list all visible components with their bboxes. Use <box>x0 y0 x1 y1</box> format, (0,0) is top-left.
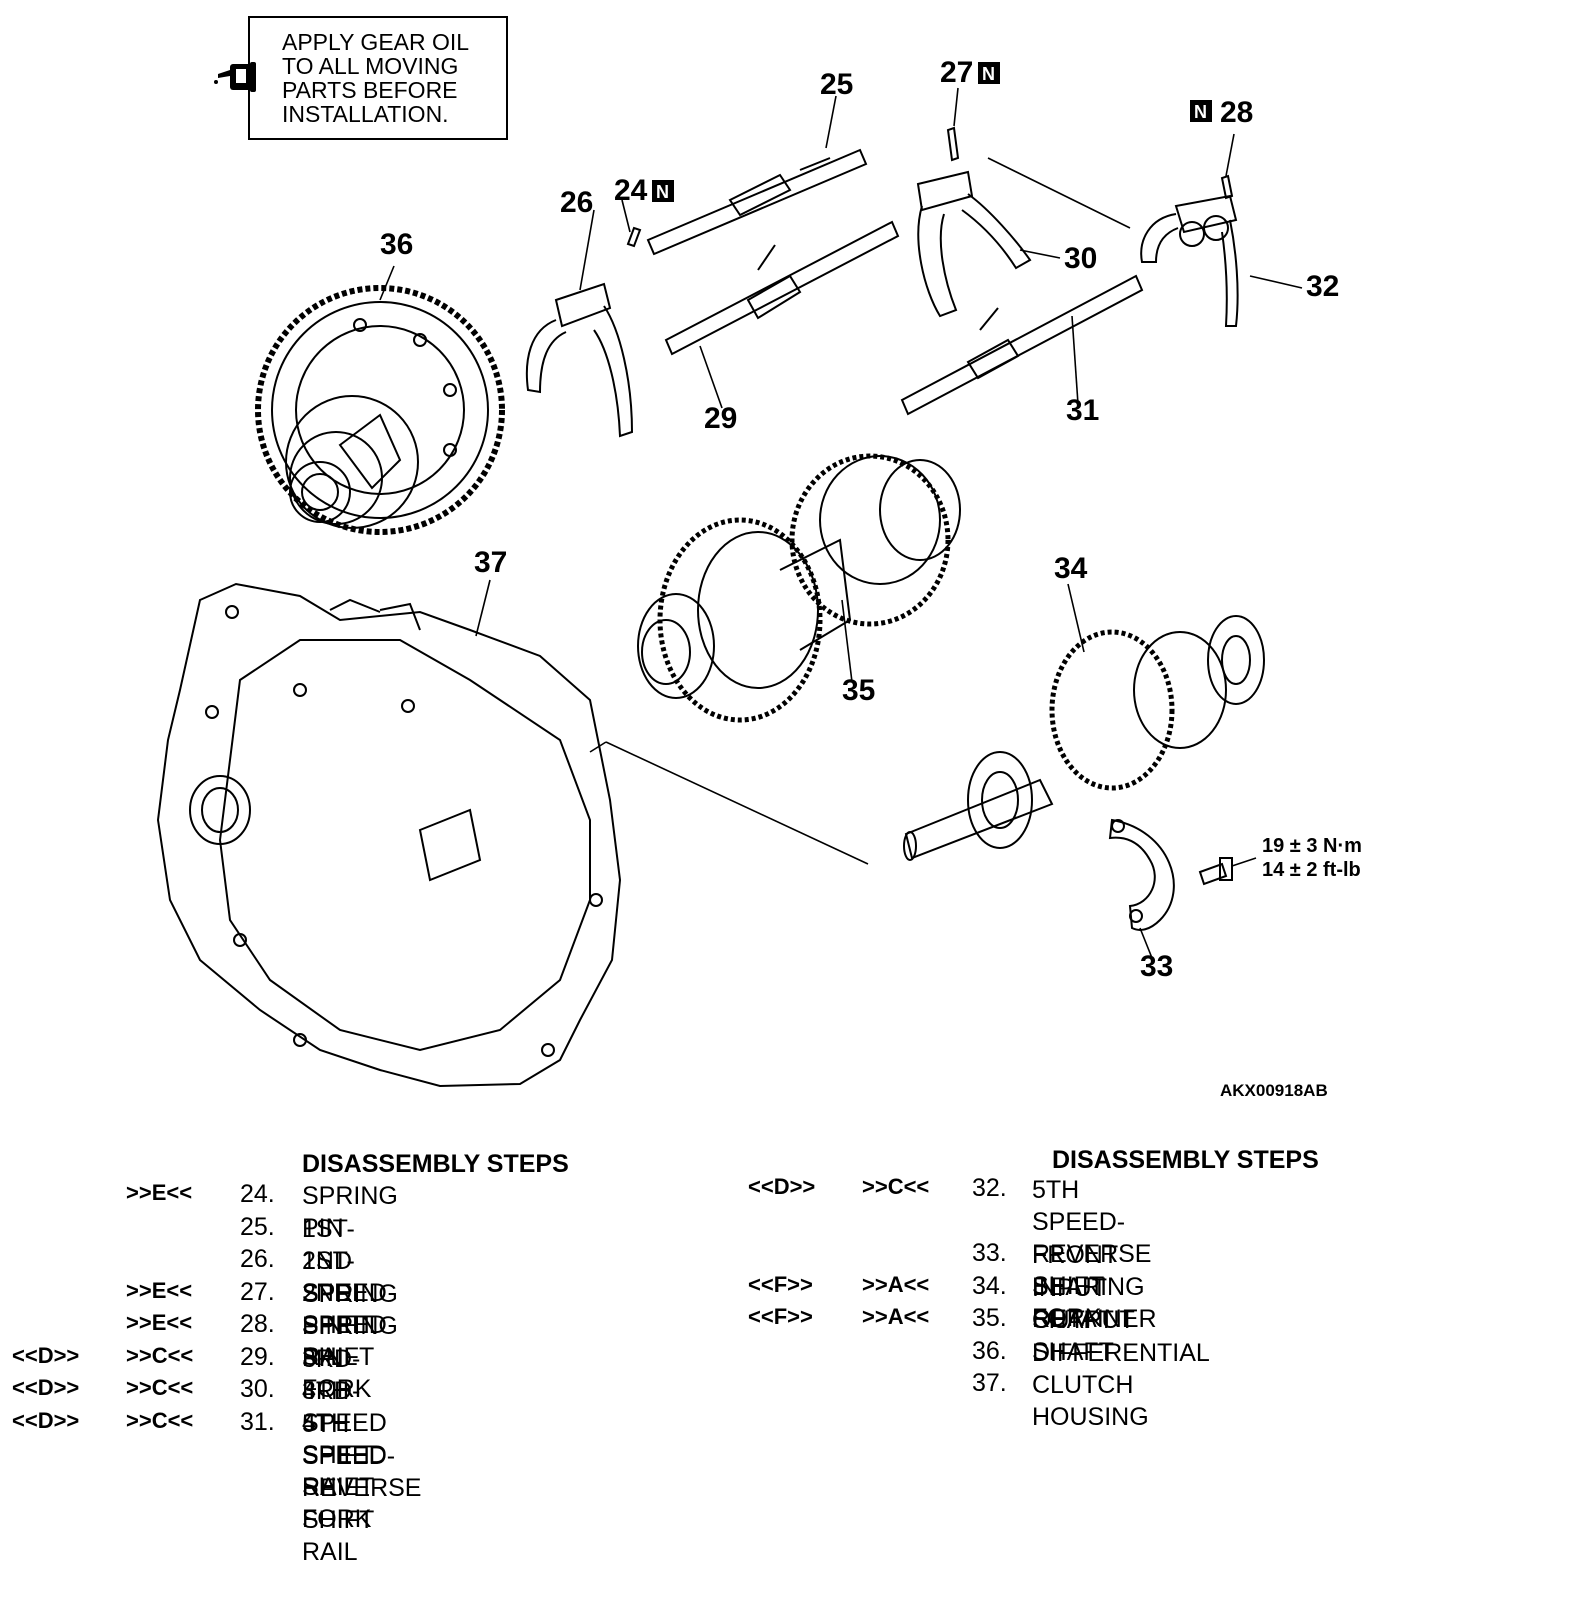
callout-25: 25 <box>820 68 853 101</box>
retainer-bolt-drawing <box>1198 857 1233 886</box>
install-marker: >>C<< <box>126 1342 194 1368</box>
step-name: 1ST-2ND SPEED SHIFT RAIL <box>302 1214 387 1371</box>
differential-drawing <box>255 285 505 535</box>
step-number: 24. <box>240 1180 275 1208</box>
step-number: 34. <box>972 1271 1007 1300</box>
front-bearing-retainer-drawing <box>1108 818 1175 931</box>
clutch-housing-drawing <box>156 582 622 1088</box>
step-number: 27. <box>240 1277 275 1306</box>
callout-24: 24 <box>614 174 648 207</box>
callout-29: 29 <box>704 402 737 435</box>
spring-pin-24-drawing <box>626 226 642 248</box>
step-name: CLUTCH HOUSING <box>1032 1371 1149 1431</box>
step-number: 30. <box>240 1375 275 1403</box>
step-number: 33. <box>972 1239 1007 1267</box>
callout-28: 28 <box>1220 96 1253 129</box>
callout-27: 27 <box>940 56 973 89</box>
step-number: 25. <box>240 1212 275 1241</box>
removal-marker: <<F>> <box>748 1271 813 1297</box>
step-name: SPRING PIN <box>302 1279 398 1340</box>
removal-marker: <<D>> <box>12 1407 80 1433</box>
spring-pin-27-drawing <box>946 126 960 162</box>
step-name: 1ST-2ND SPEED SHIFT FORK <box>302 1247 387 1403</box>
install-marker: >>C<< <box>126 1407 194 1433</box>
svg-text:N: N <box>1194 102 1207 122</box>
callout-32: 32 <box>1306 270 1339 303</box>
step-number: 37. <box>972 1369 1007 1397</box>
removal-marker: <<D>> <box>12 1342 80 1368</box>
oil-can-icon <box>214 62 256 92</box>
figure-code: AKX00918AB <box>1220 1081 1328 1100</box>
step-number: 36. <box>972 1336 1007 1365</box>
gear-oil-note-text: APPLY GEAR OIL TO ALL MOVING PARTS BEFOR… <box>282 29 470 127</box>
disassembly-steps-left: DISASSEMBLY STEPS >>E<< 24. SPRING PIN 25. 1… <box>0 1150 760 1566</box>
step-name: SPRING PIN <box>302 1312 398 1372</box>
svg-text:N: N <box>656 182 669 202</box>
install-marker: >>C<< <box>126 1375 194 1400</box>
callout-35: 35 <box>842 674 875 707</box>
callout-31: 31 <box>1066 394 1099 427</box>
torque-spec-metric: 19 ± 3 N·m <box>1262 835 1362 857</box>
input-shaft-drawing <box>903 615 1265 861</box>
step-name: INPUT SHAFT <box>1032 1273 1114 1334</box>
steps-left-header: DISASSEMBLY STEPS <box>302 1150 569 1178</box>
disassembly-steps-right: DISASSEMBLY STEPS <<D>> >>C<< 32. 5TH SPEED… <box>748 1146 1560 1450</box>
shift-fork-32-drawing <box>1140 194 1239 327</box>
torque-spec-imperial: 14 ± 2 ft-lb <box>1262 859 1361 881</box>
install-marker: >>E<< <box>126 1180 193 1205</box>
callout-30: 30 <box>1064 242 1097 275</box>
step-name: 5TH SPEED-REVERSE SHIFT FORK <box>1032 1176 1152 1332</box>
spring-pin-28-drawing <box>1220 174 1234 200</box>
step-number: 29. <box>240 1342 275 1371</box>
removal-marker: <<D>> <box>12 1375 80 1400</box>
shift-rail-31-drawing <box>900 274 1144 416</box>
removal-marker: <<F>> <box>748 1304 813 1329</box>
svg-text:N: N <box>982 64 995 84</box>
step-number: 32. <box>972 1174 1007 1202</box>
shift-rail-25-drawing <box>646 148 868 256</box>
install-marker: >>A<< <box>862 1271 930 1297</box>
step-name: DIFFERENTIAL <box>1032 1338 1210 1367</box>
step-name: SPRING PIN <box>302 1182 398 1242</box>
shift-fork-26-drawing <box>525 282 634 438</box>
step-name: FRONT BEARING RETAINER <box>1032 1241 1157 1333</box>
step-number: 31. <box>240 1407 275 1436</box>
shift-rail-29-drawing <box>664 220 900 356</box>
new-part-badge-24: N <box>652 180 674 202</box>
callout-33: 33 <box>1140 950 1173 983</box>
step-name: 5TH SPEED-REVERSE SHIFT RAIL <box>302 1409 422 1566</box>
install-marker: >>E<< <box>126 1310 193 1335</box>
install-marker: >>C<< <box>862 1174 930 1199</box>
removal-marker: <<D>> <box>748 1174 816 1199</box>
install-marker: >>E<< <box>126 1277 193 1303</box>
step-number: 28. <box>240 1310 275 1338</box>
step-name: OUTPUT SHAFT <box>1032 1306 1135 1366</box>
new-part-badge-27: N <box>978 62 1000 84</box>
new-part-badge-28: N <box>1190 100 1212 122</box>
steps-right-header: DISASSEMBLY STEPS <box>1052 1146 1319 1174</box>
step-number: 35. <box>972 1304 1007 1332</box>
exploded-view-diagram: 25 26 24 N 27 N N 28 30 32 36 29 31 37 3… <box>156 56 1362 1100</box>
callout-37: 37 <box>474 546 507 579</box>
step-number: 26. <box>240 1245 275 1273</box>
step-name: 3RD-4TH SPEED SHIFT RAIL <box>302 1344 387 1501</box>
step-name: 3RD-4TH SPEED SHIFT FORK <box>302 1377 387 1533</box>
callout-34: 34 <box>1054 552 1088 585</box>
shift-fork-30-drawing <box>916 170 1032 318</box>
callout-36: 36 <box>380 228 413 261</box>
callout-26: 26 <box>560 186 593 219</box>
output-shaft-drawing <box>637 453 961 723</box>
leader-lines <box>379 87 1303 959</box>
install-marker: >>A<< <box>862 1304 930 1329</box>
gear-oil-note: APPLY GEAR OIL TO ALL MOVING PARTS BEFOR… <box>214 16 508 140</box>
